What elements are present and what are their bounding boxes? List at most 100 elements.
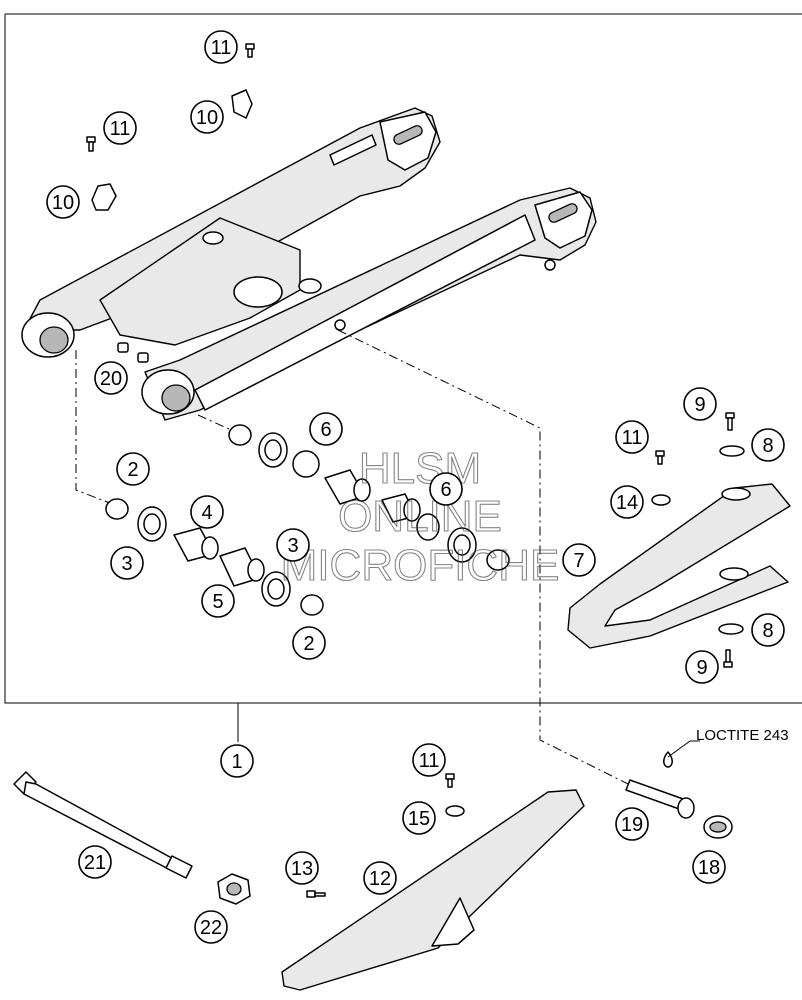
- washer-8-bottom: [718, 623, 744, 635]
- callout-number: 10: [52, 192, 74, 214]
- callout-14: 14: [610, 485, 644, 519]
- callout-circle: [562, 543, 596, 577]
- assembly-frame-left: [4, 14, 802, 704]
- callout-circle: [751, 613, 785, 647]
- callout-11-left: 11: [103, 111, 137, 145]
- callout-number: 19: [621, 814, 643, 836]
- callout-7: 7: [562, 543, 596, 577]
- callout-number: 1: [231, 751, 242, 773]
- callout-8-top: 8: [751, 428, 785, 462]
- cable-clamp-10-top: [231, 89, 253, 119]
- callout-circle: [292, 626, 326, 660]
- callout-circle: [78, 845, 112, 879]
- callout-circle: [610, 485, 644, 519]
- callout-11-right: 11: [615, 420, 649, 454]
- callout-5: 5: [201, 584, 235, 618]
- callout-number: 7: [573, 550, 584, 572]
- callout-circle: [429, 472, 463, 506]
- callout-21: 21: [78, 845, 112, 879]
- bolt-11-top: [245, 43, 255, 58]
- bolt-9-bottom: [723, 649, 733, 668]
- callout-circle: [110, 546, 144, 580]
- callout-number: 22: [200, 917, 222, 939]
- callout-circle: [363, 861, 397, 895]
- callout-8-bottom: 8: [751, 613, 785, 647]
- callout-22: 22: [194, 910, 228, 944]
- callout-circle: [285, 851, 319, 885]
- callout-number: 2: [127, 459, 138, 481]
- swingarm-illustration: [21, 107, 597, 421]
- callout-number: 2: [303, 633, 314, 655]
- callout-number: 5: [212, 591, 223, 613]
- callout-10-top: 10: [190, 100, 224, 134]
- callout-13: 13: [285, 851, 319, 885]
- chain-slider-7: [567, 483, 791, 649]
- callout-circle: [190, 100, 224, 134]
- screw-13: [306, 890, 326, 898]
- callout-12: 12: [363, 861, 397, 895]
- chain-guard-12: [281, 789, 585, 991]
- callout-number: 12: [369, 868, 391, 890]
- callout-circle: [204, 30, 238, 64]
- callout-number: 6: [320, 419, 331, 441]
- callout-number: 6: [440, 479, 451, 501]
- cable-clamp-10-left: [91, 183, 117, 211]
- callout-2-left: 2: [116, 452, 150, 486]
- watermark-line-2: ONLINE: [338, 492, 502, 541]
- nut-14: [651, 494, 671, 506]
- callout-circle: [201, 584, 235, 618]
- callout-circle: [194, 910, 228, 944]
- callout-20: 20: [94, 361, 128, 395]
- bolt-19: [625, 779, 695, 819]
- callout-19: 19: [615, 807, 649, 841]
- callout-circle: [615, 807, 649, 841]
- alignment-line-left: [75, 350, 116, 506]
- callout-6-b: 6: [429, 472, 463, 506]
- callout-circle: [190, 495, 224, 529]
- callout-6-a: 6: [309, 412, 343, 446]
- callout-circle: [683, 387, 717, 421]
- callout-number: 18: [698, 857, 720, 879]
- callout-circle: [685, 650, 719, 684]
- watermark: HLSM ONLINE MICROFICHE: [280, 443, 560, 590]
- callout-number: 21: [84, 852, 106, 874]
- watermark-line-3: MICROFICHE: [281, 541, 560, 590]
- washer-8-top: [719, 445, 745, 457]
- callout-circle: [412, 743, 446, 777]
- callout-number: 4: [201, 502, 212, 524]
- pivot-bolt-21: [13, 771, 193, 879]
- callout-number: 11: [622, 427, 643, 449]
- callout-4: 4: [190, 495, 224, 529]
- callout-circle: [46, 185, 80, 219]
- callout-circle: [116, 452, 150, 486]
- callout-number: 14: [616, 492, 638, 514]
- callout-2-right: 2: [292, 626, 326, 660]
- cap-18: [703, 815, 733, 839]
- callout-circle: [276, 528, 310, 562]
- callout-circle: [692, 850, 726, 884]
- loctite-leader: [667, 740, 700, 758]
- bolt-9-top: [725, 412, 735, 431]
- callout-number: 9: [694, 394, 705, 416]
- callout-number: 11: [419, 750, 440, 772]
- callout-number: 15: [408, 808, 430, 830]
- callout-number: 8: [762, 620, 773, 642]
- callout-11-bottom: 11: [412, 743, 446, 777]
- alignment-line-right: [337, 329, 661, 801]
- callout-15: 15: [402, 801, 436, 835]
- callout-circle: [220, 744, 254, 778]
- callout-circle: [309, 412, 343, 446]
- bolt-11-bottom: [445, 773, 455, 788]
- bolt-11-right: [655, 450, 665, 465]
- bolt-11-left: [86, 136, 96, 152]
- callout-circle: [94, 361, 128, 395]
- callout-3-left: 3: [110, 546, 144, 580]
- callout-number: 10: [196, 107, 218, 129]
- callout-9-bottom: 9: [685, 650, 719, 684]
- callout-number: 9: [696, 657, 707, 679]
- callout-circle: [615, 420, 649, 454]
- callout-number: 11: [211, 37, 232, 59]
- plugs-20: [117, 342, 149, 363]
